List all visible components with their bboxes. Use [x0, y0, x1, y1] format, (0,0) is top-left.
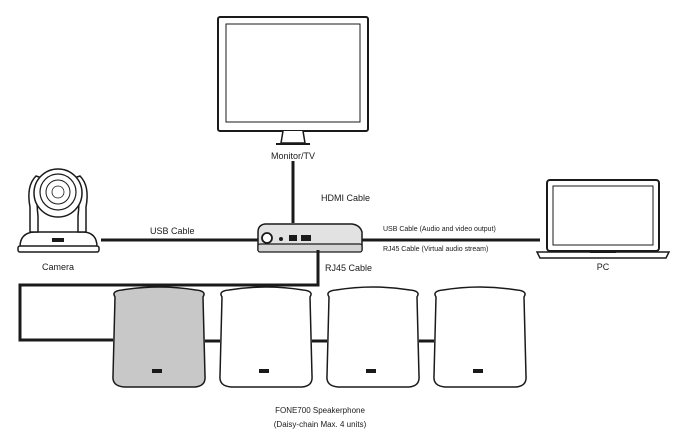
camera-label: Camera	[41, 262, 75, 272]
speakerphone-note: (Daisy-chain Max. 4 units)	[273, 420, 367, 429]
speakerphone-icon	[112, 286, 206, 388]
hub-icon	[257, 223, 363, 253]
speakerphone-title: FONE700 Speakerphone	[275, 406, 365, 415]
pc-label: PC	[596, 262, 610, 272]
camera-icon	[17, 168, 100, 253]
rj45-speaker-cable-label: RJ45 Cable	[325, 263, 373, 273]
speakerphone-icon	[433, 286, 527, 388]
speakerphone-icon	[326, 286, 420, 388]
monitor-label: Monitor/TV	[270, 151, 316, 161]
hdmi-cable-label: HDMI Cable	[321, 193, 371, 203]
rj45-speaker-cable-line	[18, 250, 320, 342]
monitor-icon	[217, 16, 369, 145]
laptop-icon	[535, 179, 671, 259]
usb-camera-cable-label: USB Cable	[150, 226, 195, 236]
usb-pc-cable-label: USB Cable (Audio and video output)	[383, 226, 496, 233]
rj45-pc-cable-label: RJ45 Cable (Virtual audio stream)	[383, 246, 489, 253]
speakerphone-icon	[219, 286, 313, 388]
